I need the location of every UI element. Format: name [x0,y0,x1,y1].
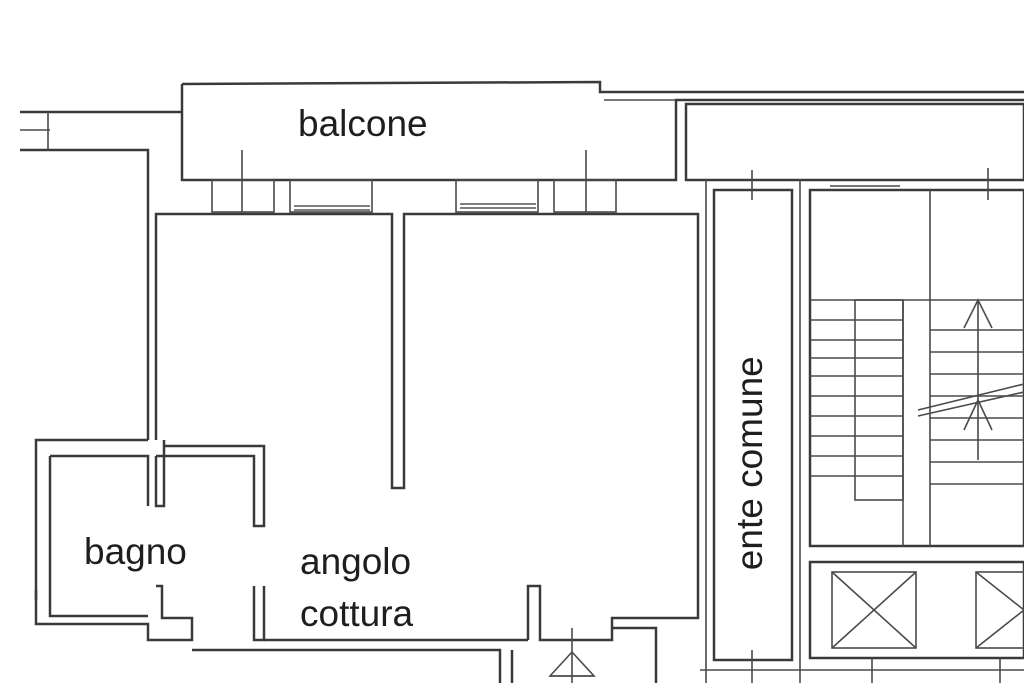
window-frames [211,150,617,213]
entry-triangle-icon [548,628,596,683]
balcony-walls [20,80,1024,440]
elevator-shaft-icon [808,560,1024,683]
stairwell [808,168,1024,548]
apartment-walls [34,212,700,683]
room-label-angolo-cottura-line2: cottura [300,593,414,634]
room-label-angolo-cottura-line1: angolo [300,541,412,582]
room-label-ente-comune: ente comune [728,356,770,571]
room-label-balcone: balcone [298,103,428,144]
stair-treads [810,319,1024,485]
ente-comune-walls [700,170,1024,683]
stair-arrow-icon [917,298,1024,460]
room-label-bagno: bagno [84,531,187,572]
